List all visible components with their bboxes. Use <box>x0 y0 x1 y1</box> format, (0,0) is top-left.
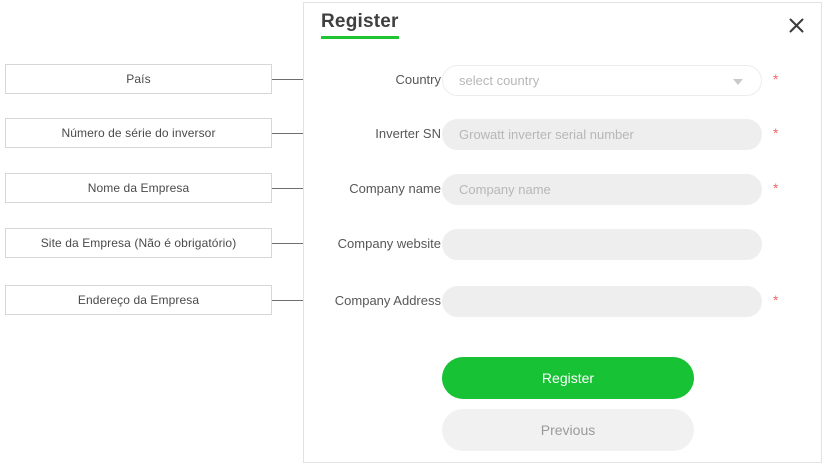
text-input[interactable] <box>442 229 762 260</box>
form-row: Company Address * <box>304 286 823 317</box>
text-input[interactable] <box>442 286 762 317</box>
form-row: Inverter SN Growatt inverter serial numbe… <box>304 119 823 150</box>
annotation-label: Nome da Empresa <box>87 181 190 195</box>
annotation-label: Site da Empresa (Não é obrigatório) <box>40 236 237 250</box>
annotation-label: Endereço da Empresa <box>77 293 200 307</box>
form-row: Company name Company name * <box>304 174 823 205</box>
input-placeholder: Growatt inverter serial number <box>459 127 634 142</box>
previous-button[interactable]: Previous <box>442 409 694 451</box>
field-label: Company name <box>349 181 441 196</box>
required-marker: * <box>773 125 779 141</box>
field-label: Company Address <box>334 293 441 308</box>
close-icon[interactable] <box>785 14 807 36</box>
annotation-label: Número de série do inversor <box>61 126 216 140</box>
field-label: Inverter SN <box>375 126 441 141</box>
register-button[interactable]: Register <box>442 357 694 399</box>
input-placeholder: Company name <box>459 182 551 197</box>
annotation-box: Site da Empresa (Não é obrigatório) <box>5 228 272 258</box>
connector-line <box>272 243 312 244</box>
text-input[interactable]: Company name <box>442 174 762 205</box>
connector-line <box>272 300 308 301</box>
annotation-box: Número de série do inversor <box>5 118 272 148</box>
annotation-label: País <box>126 72 151 86</box>
field-label: Country <box>395 72 441 87</box>
title-underline <box>321 36 399 39</box>
input-placeholder: select country <box>459 73 540 88</box>
required-marker: * <box>773 71 779 87</box>
form-row: Country select country * <box>304 65 823 96</box>
annotation-box: Nome da Empresa <box>5 173 272 203</box>
annotation-box: País <box>5 64 272 94</box>
chevron-down-icon[interactable] <box>733 79 743 85</box>
page-title: Register <box>321 11 399 32</box>
form-row: Company website <box>304 229 823 260</box>
country-select[interactable]: select country <box>442 65 762 96</box>
connector-line <box>272 188 328 189</box>
field-label: Company website <box>337 236 441 251</box>
required-marker: * <box>773 292 779 308</box>
annotation-box: Endereço da Empresa <box>5 285 272 315</box>
required-marker: * <box>773 180 779 196</box>
text-input[interactable]: Growatt inverter serial number <box>442 119 762 150</box>
